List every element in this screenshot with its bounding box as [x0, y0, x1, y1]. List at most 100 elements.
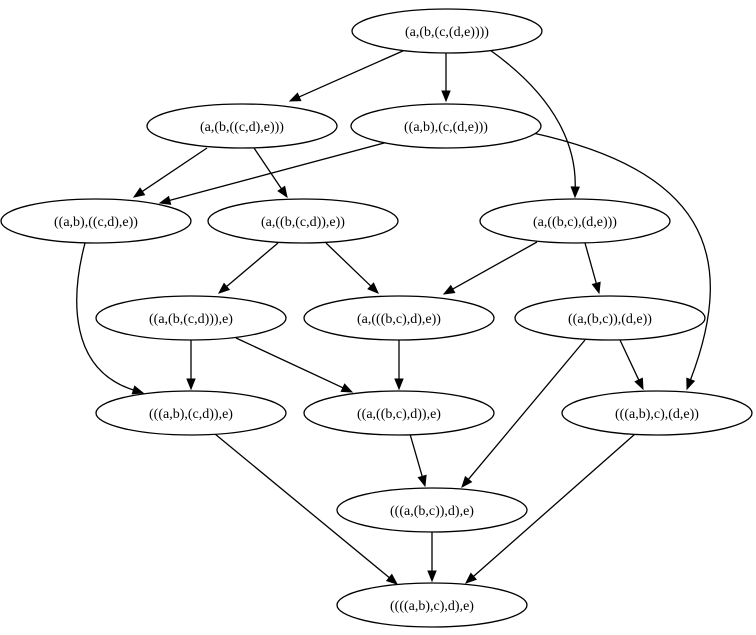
node-ellipse	[95, 390, 287, 436]
node-n4: (a,((b,(c,d)),e))	[207, 198, 399, 244]
node-ellipse	[303, 390, 495, 436]
edge-n5-to-n8	[584, 242, 601, 295]
node-label: ((a,b),(c,(d,e)))	[404, 120, 488, 135]
node-label: (((a,b),(c,d)),e)	[149, 407, 233, 422]
node-ellipse	[479, 198, 671, 244]
edge-n11-to-n13	[464, 433, 636, 584]
node-n9: (((a,b),(c,d)),e)	[95, 390, 287, 436]
edge-line	[467, 339, 586, 480]
arrowhead	[288, 92, 302, 102]
edge-n4-to-n6	[217, 242, 279, 294]
node-ellipse	[351, 8, 543, 54]
node-ellipse	[146, 103, 338, 149]
node-ellipse	[336, 582, 528, 628]
node-n11: (((a,b),c),(d,e))	[561, 390, 753, 436]
edge-line	[214, 433, 390, 579]
node-label: ((a,(b,(c,d))),e)	[149, 312, 233, 327]
node-label: (a,(b,(c,(d,e))))	[405, 25, 489, 40]
edge-n8-to-n12	[461, 339, 586, 489]
arrowhead	[686, 377, 696, 391]
node-n7: (a,(((b,c),d),e))	[303, 295, 495, 341]
arrowhead	[277, 185, 288, 199]
edge-n4-to-n7	[325, 242, 379, 294]
edge-line	[584, 242, 597, 284]
node-n12: (((a,(b,c)),d),e)	[336, 487, 528, 533]
node-n5: (a,((b,c),(d,e)))	[479, 198, 671, 244]
edge-line	[619, 339, 640, 381]
edge-n5-to-n7	[442, 241, 538, 295]
arrowhead	[591, 281, 601, 295]
edge-n1-to-n3	[132, 147, 208, 198]
node-n1: (a,(b,((c,d),e)))	[146, 103, 338, 149]
node-label: ((a,((b,c),d)),e)	[357, 407, 441, 422]
edge-n6-to-n10	[235, 337, 354, 393]
edge-n8-to-n11	[619, 339, 644, 391]
node-n6: ((a,(b,(c,d))),e)	[95, 295, 287, 341]
arrowhead	[427, 570, 437, 583]
arrowhead	[442, 284, 456, 295]
node-label: (a,(((b,c),d),e))	[357, 312, 441, 327]
edge-n7-to-n10	[394, 340, 404, 391]
edge-n10-to-n12	[409, 433, 427, 488]
node-label: (a,((b,c),(d,e)))	[533, 215, 617, 230]
edge-line	[532, 132, 711, 380]
node-ellipse	[350, 103, 542, 149]
edge-n1-to-n4	[253, 147, 288, 199]
arrowhead	[217, 282, 231, 294]
node-n3: ((a,b),((c,d),e))	[0, 198, 192, 244]
arrowhead	[461, 475, 473, 489]
edge-n12-to-n13	[427, 532, 437, 583]
node-n8: ((a,(b,c)),(d,e))	[514, 295, 706, 341]
edge-layer	[76, 49, 711, 585]
node-label: (((a,b),c),(d,e))	[615, 407, 699, 422]
edge-line	[452, 241, 538, 290]
arrowhead	[158, 195, 172, 205]
node-ellipse	[561, 390, 753, 436]
node-n2: ((a,b),(c,(d,e)))	[350, 103, 542, 149]
edge-line	[169, 141, 389, 202]
edge-line	[253, 147, 282, 190]
node-ellipse	[514, 295, 706, 341]
arrowhead	[340, 383, 354, 393]
node-layer: (a,(b,(c,(d,e)))) (a,(b,((c,d),e))) ((a,b)…	[0, 8, 753, 628]
node-ellipse	[0, 198, 192, 244]
node-n13: ((((a,b),c),d),e)	[336, 582, 528, 628]
edge-line	[409, 433, 423, 477]
edge-line	[489, 49, 576, 188]
arrowhead	[634, 377, 644, 391]
edge-n2-to-n11	[532, 132, 711, 391]
node-label: (a,((b,(c,d)),e))	[261, 215, 345, 230]
node-ellipse	[207, 198, 399, 244]
node-n10: ((a,((b,c),d)),e)	[303, 390, 495, 436]
node-ellipse	[303, 295, 495, 341]
edge-line	[141, 147, 208, 192]
arrowhead	[132, 187, 146, 198]
node-label: (((a,(b,c)),d),e)	[390, 504, 474, 519]
edge-n2-to-n3	[158, 141, 389, 205]
edge-n0-to-n2	[441, 53, 451, 103]
node-label: ((((a,b),c),d),e)	[390, 599, 474, 614]
edge-n3-to-n9	[76, 242, 145, 395]
edge-line	[298, 49, 406, 98]
arrowhead	[131, 385, 145, 395]
node-n0: (a,(b,(c,(d,e))))	[351, 8, 543, 54]
edge-line	[473, 433, 636, 577]
edge-n0-to-n1	[288, 49, 406, 102]
arrowhead	[385, 573, 399, 585]
arrowhead	[367, 282, 379, 294]
edge-n6-to-n9	[186, 340, 196, 391]
edge-line	[235, 337, 344, 389]
node-label: (a,(b,((c,d),e)))	[200, 120, 284, 135]
arrowhead	[394, 378, 404, 391]
node-label: ((a,(b,c)),(d,e))	[568, 312, 652, 327]
arrowhead	[570, 186, 580, 199]
arrowhead	[464, 572, 478, 584]
node-ellipse	[336, 487, 528, 533]
arrowhead	[186, 378, 196, 391]
arrowhead	[417, 474, 427, 488]
edge-n0-to-n5	[489, 49, 580, 199]
edge-line	[76, 242, 134, 391]
edge-line	[226, 242, 279, 288]
edge-n9-to-n13	[214, 433, 399, 585]
